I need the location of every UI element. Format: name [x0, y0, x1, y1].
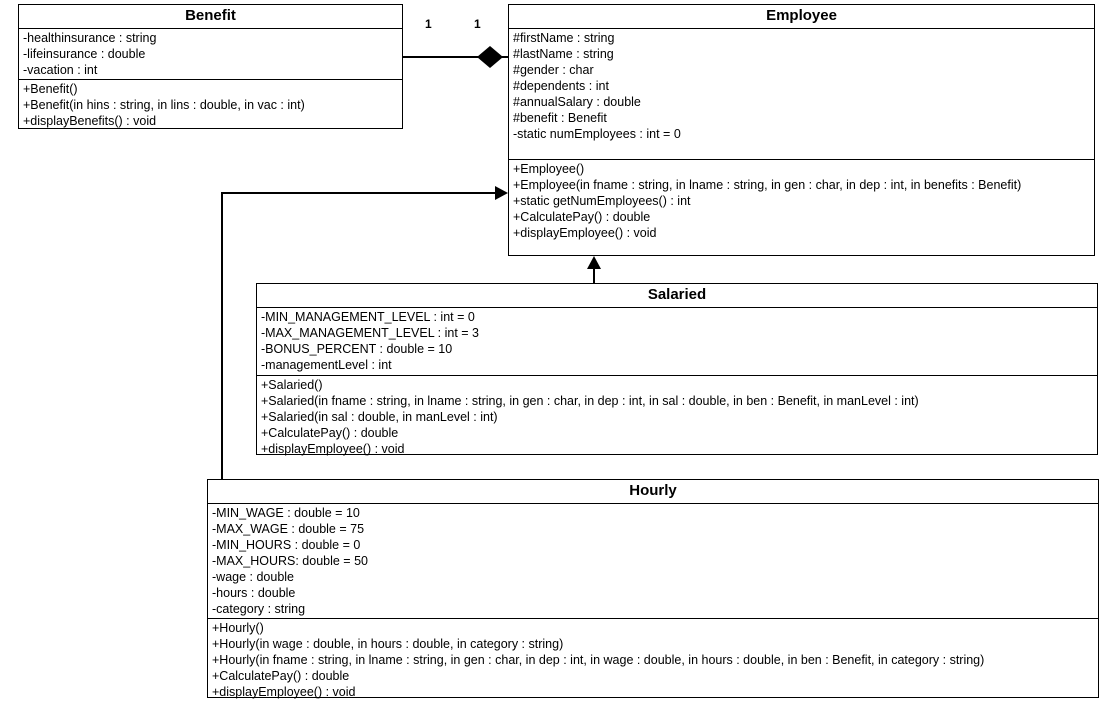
- operation-row: +CalculatePay() : double: [513, 210, 651, 224]
- attribute-row: -hours : double: [212, 586, 296, 600]
- operation-row: +Salaried(in fname : string, in lname : …: [261, 394, 919, 408]
- class-box-benefit[interactable]: Benefit -healthinsurance : string -lifei…: [18, 4, 403, 129]
- attribute-row: #benefit : Benefit: [513, 111, 607, 125]
- operation-row: +displayEmployee() : void: [261, 442, 405, 456]
- attribute-row: #gender : char: [513, 63, 594, 77]
- operation-row: +Hourly(in fname : string, in lname : st…: [212, 653, 985, 667]
- operation-row: +Salaried(in sal : double, in manLevel :…: [261, 410, 498, 424]
- attribute-row: -wage : double: [212, 570, 295, 584]
- attributes-compartment-salaried: -MIN_MANAGEMENT_LEVEL : int = 0 -MAX_MAN…: [257, 308, 1097, 376]
- generalization-line-hourly-vertical: [221, 192, 223, 480]
- attribute-row: #firstName : string: [513, 31, 615, 45]
- multiplicity-label-benefit-end: 1: [425, 17, 432, 31]
- attribute-row: -lifeinsurance : double: [23, 47, 146, 61]
- class-box-employee[interactable]: Employee #firstName : string #lastName :…: [508, 4, 1095, 256]
- operations-compartment-employee: +Employee() +Employee(in fname : string,…: [509, 160, 1094, 243]
- class-box-hourly[interactable]: Hourly -MIN_WAGE : double = 10 -MAX_WAGE…: [207, 479, 1099, 699]
- attribute-row: #lastName : string: [513, 47, 614, 61]
- attribute-row: -MAX_HOURS: double = 50: [212, 554, 368, 568]
- operation-row: +Employee(): [513, 162, 585, 176]
- attribute-row: -MIN_HOURS : double = 0: [212, 538, 361, 552]
- attributes-compartment-hourly: -MIN_WAGE : double = 10 -MAX_WAGE : doub…: [208, 504, 1098, 619]
- operation-row: +displayEmployee() : void: [212, 685, 356, 699]
- class-title-employee: Employee: [509, 5, 1094, 29]
- attribute-row: -managementLevel : int: [261, 358, 392, 372]
- operations-compartment-hourly: +Hourly() +Hourly(in wage : double, in h…: [208, 619, 1098, 702]
- class-title-hourly: Hourly: [208, 480, 1098, 504]
- attribute-row: #dependents : int: [513, 79, 609, 93]
- operation-row: +Hourly(in wage : double, in hours : dou…: [212, 637, 564, 651]
- operation-row: +Employee(in fname : string, in lname : …: [513, 178, 1022, 192]
- attribute-row: -MIN_MANAGEMENT_LEVEL : int = 0: [261, 310, 475, 324]
- operation-row: +displayBenefits() : void: [23, 114, 157, 128]
- operation-row: +static getNumEmployees() : int: [513, 194, 691, 208]
- generalization-line-salaried-employee: [593, 268, 595, 284]
- operation-row: +Hourly(): [212, 621, 264, 635]
- attribute-row: -vacation : int: [23, 63, 98, 77]
- operation-row: +Benefit(): [23, 82, 78, 96]
- generalization-line-hourly-horizontal: [221, 192, 495, 194]
- class-title-benefit: Benefit: [19, 5, 402, 29]
- multiplicity-label-employee-end: 1: [474, 17, 481, 31]
- generalization-arrowhead-salaried: [587, 256, 601, 269]
- attribute-row: #annualSalary : double: [513, 95, 641, 109]
- operation-row: +Salaried(): [261, 378, 323, 392]
- attribute-row: -static numEmployees : int = 0: [513, 127, 681, 141]
- attribute-row: -MAX_MANAGEMENT_LEVEL : int = 3: [261, 326, 480, 340]
- generalization-arrowhead-hourly: [495, 186, 508, 200]
- attribute-row: -MAX_WAGE : double = 75: [212, 522, 365, 536]
- attributes-compartment-employee: #firstName : string #lastName : string #…: [509, 29, 1094, 160]
- operation-row: +CalculatePay() : double: [212, 669, 350, 683]
- class-title-salaried: Salaried: [257, 284, 1097, 308]
- attributes-compartment-benefit: -healthinsurance : string -lifeinsurance…: [19, 29, 402, 80]
- attribute-row: -BONUS_PERCENT : double = 10: [261, 342, 453, 356]
- attribute-row: -category : string: [212, 602, 306, 616]
- attribute-row: -MIN_WAGE : double = 10: [212, 506, 360, 520]
- class-box-salaried[interactable]: Salaried -MIN_MANAGEMENT_LEVEL : int = 0…: [256, 283, 1098, 456]
- operations-compartment-salaried: +Salaried() +Salaried(in fname : string,…: [257, 376, 1097, 459]
- operation-row: +Benefit(in hins : string, in lins : dou…: [23, 98, 305, 112]
- operations-compartment-benefit: +Benefit() +Benefit(in hins : string, in…: [19, 80, 402, 131]
- attribute-row: -healthinsurance : string: [23, 31, 157, 45]
- operation-row: +displayEmployee() : void: [513, 226, 657, 240]
- composition-line-benefit-employee: [403, 56, 509, 58]
- operation-row: +CalculatePay() : double: [261, 426, 399, 440]
